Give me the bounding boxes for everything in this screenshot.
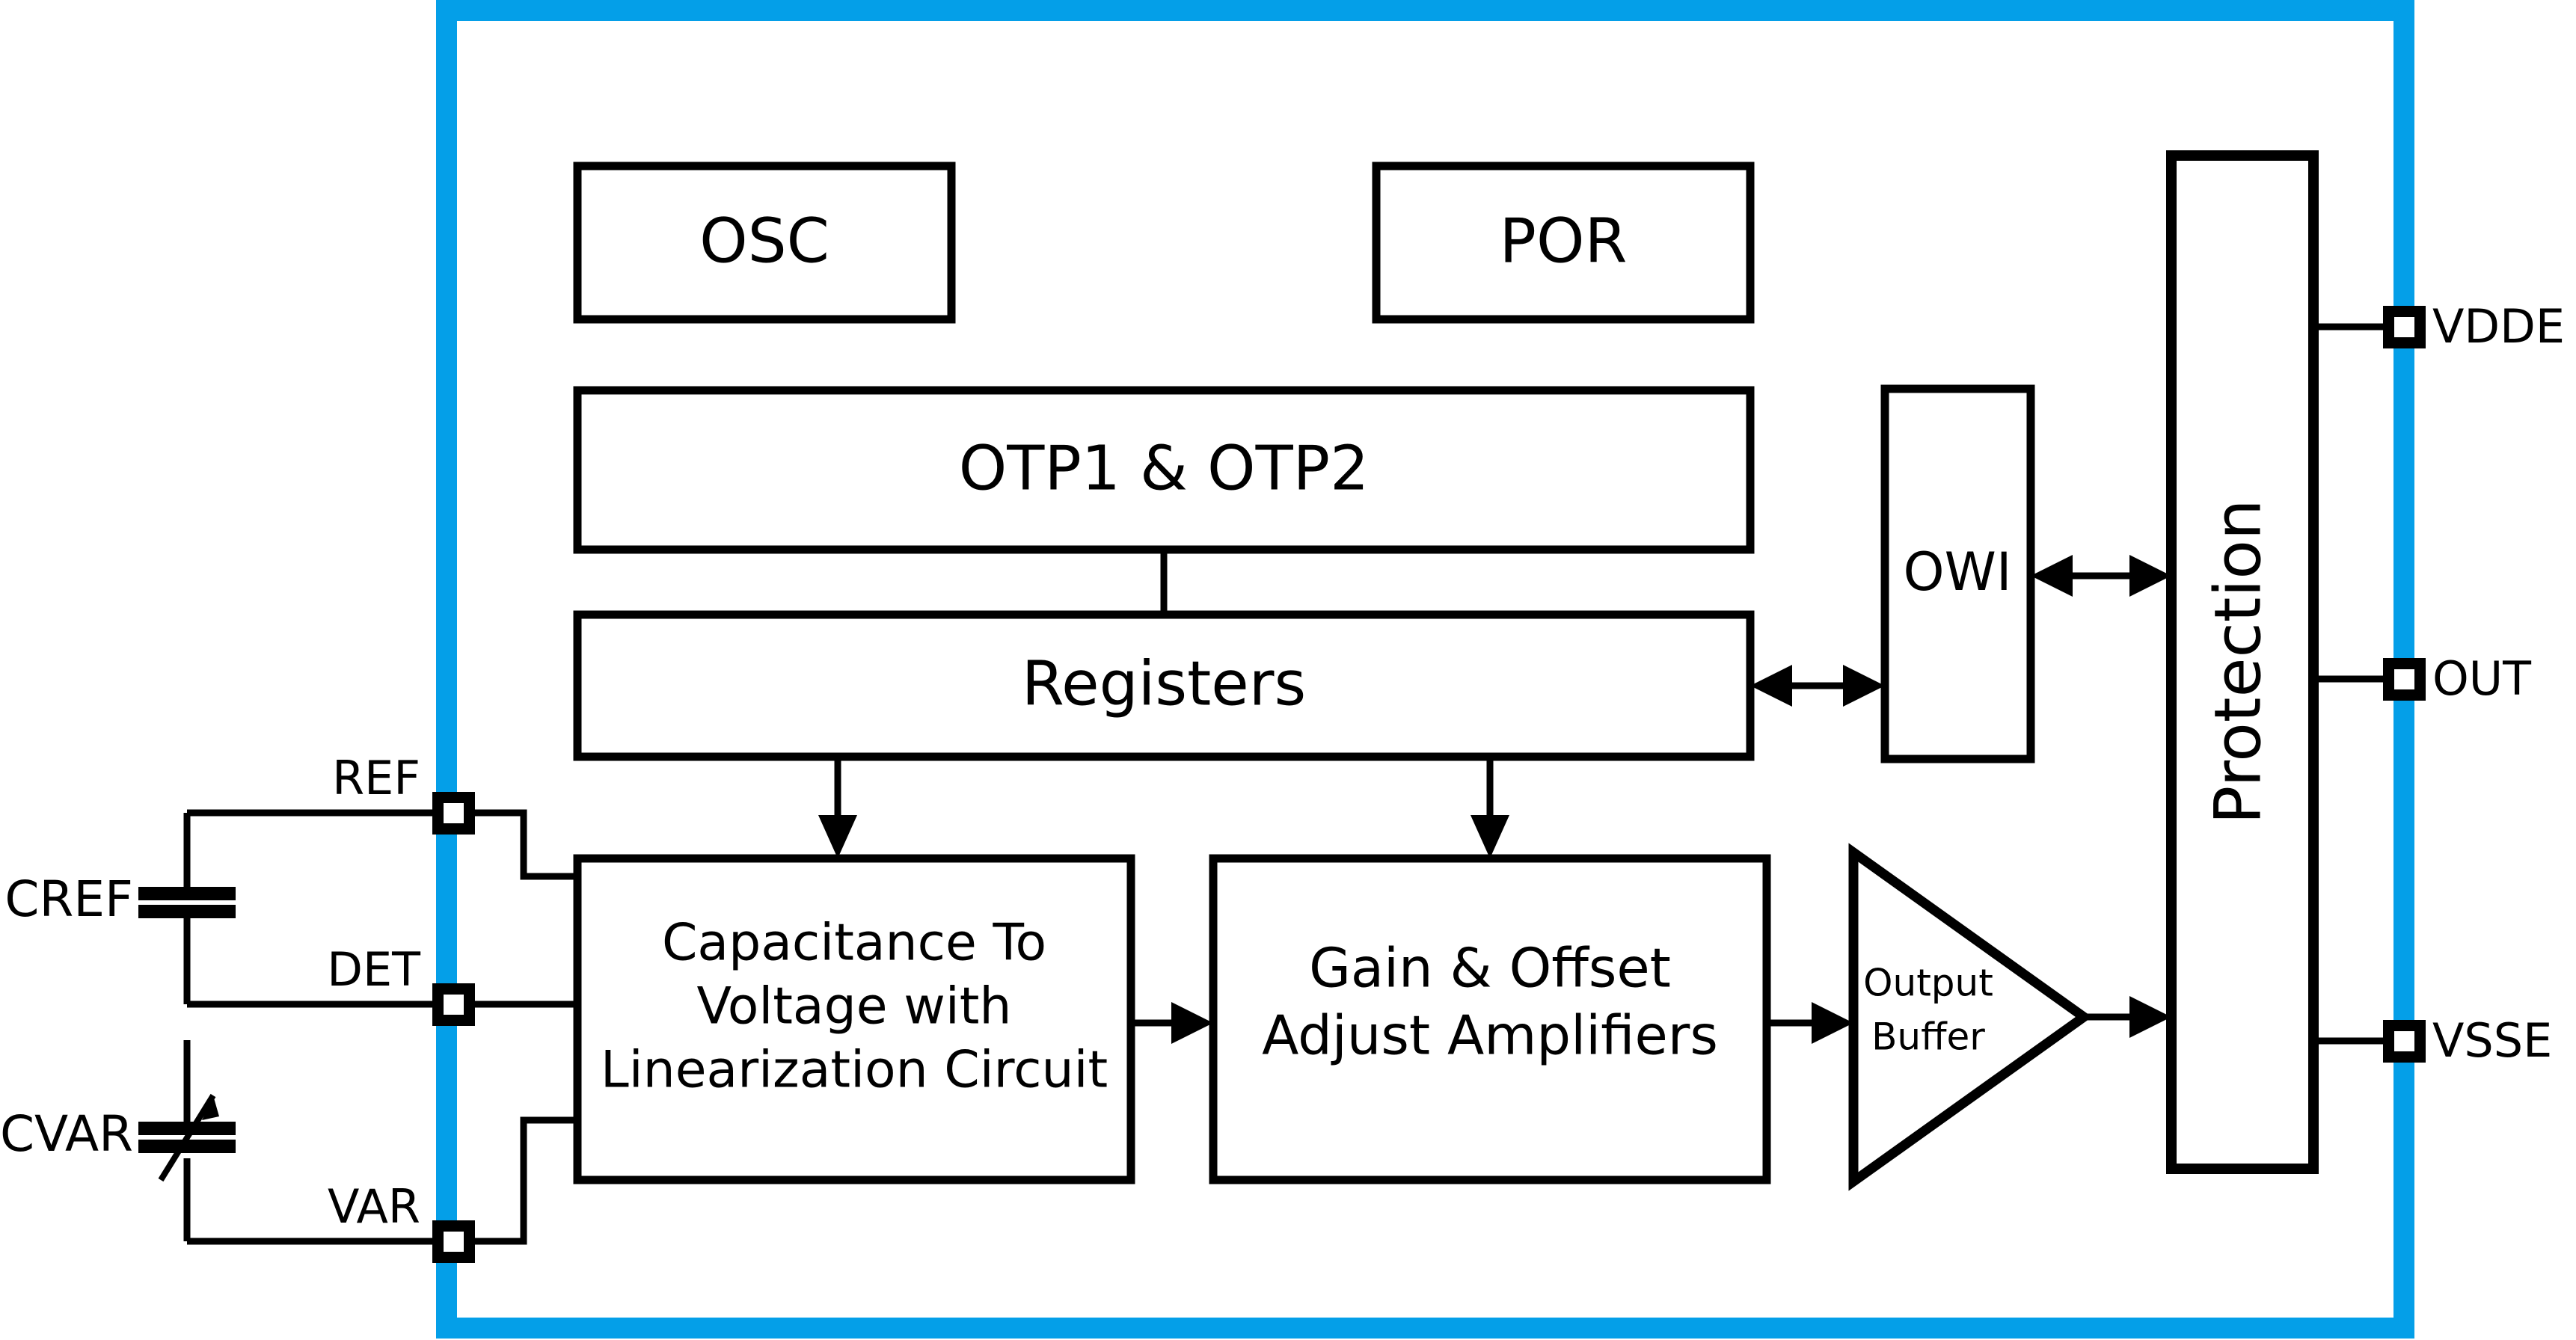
wire-ref-to-c2v (475, 809, 577, 880)
chip-boundary (436, 0, 2414, 1339)
wire-var-to-c2v (475, 1116, 577, 1245)
block-gain-offset-label-line2: Adjust Amplifiers (1262, 1004, 1718, 1067)
pin-var[interactable] (432, 1220, 475, 1263)
pin-var-label: VAR (328, 1179, 420, 1234)
wire-registers-owi (1750, 665, 1885, 707)
wire-gain-offset-to-output-buffer (1767, 1002, 1853, 1044)
block-capacitance-to-voltage[interactable] (573, 854, 1135, 1184)
pin-det-label: DET (327, 942, 421, 997)
wire-owi-protection (2031, 555, 2171, 597)
wire-output-buffer-to-protection (2084, 996, 2171, 1038)
block-gain-offset-label-line1: Gain & Offset (1309, 937, 1671, 1000)
block-output-buffer[interactable] (1848, 843, 2093, 1191)
wire-registers-to-c2v (818, 757, 857, 858)
block-registers-label: Registers (1022, 648, 1306, 719)
cref-capacitor-symbol (138, 887, 236, 918)
wire-registers-to-gain-offset (1471, 757, 1509, 858)
block-output-buffer-label-line2: Buffer (1871, 1015, 1985, 1059)
external-capacitor-network: CREF CVAR (0, 809, 432, 1245)
pin-vdde[interactable] (2383, 306, 2426, 348)
pin-ref[interactable] (432, 792, 475, 835)
block-owi[interactable] (1880, 384, 2035, 763)
pin-det[interactable] (432, 983, 475, 1026)
block-owi-label: OWI (1904, 541, 2012, 603)
pin-vsse[interactable] (2383, 1020, 2426, 1063)
block-c2v-label-line1: Capacitance To (662, 914, 1046, 973)
wire-c2v-to-gain-offset (1131, 1002, 1213, 1044)
block-osc[interactable] (573, 162, 956, 324)
block-por-label: POR (1500, 206, 1628, 277)
block-osc-label: OSC (699, 206, 829, 277)
block-protection-label: Protection (2201, 499, 2275, 824)
pin-out[interactable] (2383, 658, 2426, 701)
block-c2v-label-line3: Linearization Circuit (601, 1041, 1108, 1100)
block-otp-label: OTP1 & OTP2 (959, 433, 1370, 504)
block-por[interactable] (1372, 162, 1755, 324)
pin-vdde-label: VDDE (2432, 299, 2565, 354)
cvar-capacitor-symbol (138, 1093, 236, 1182)
block-output-buffer-label-line1: Output (1863, 962, 1993, 1005)
block-c2v-label-line2: Voltage with (697, 977, 1012, 1036)
cvar-label: CVAR (0, 1105, 133, 1163)
cref-label: CREF (4, 870, 133, 928)
pin-out-label: OUT (2432, 651, 2532, 706)
pin-ref-label: REF (332, 751, 420, 805)
block-protection[interactable] (2166, 150, 2319, 1174)
pin-vsse-label: VSSE (2432, 1013, 2552, 1068)
